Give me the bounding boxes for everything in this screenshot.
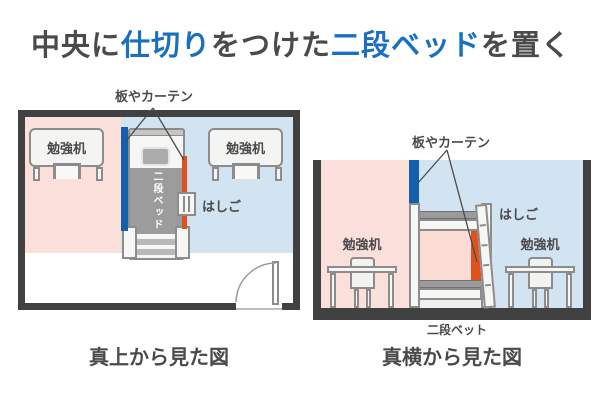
ladder-rung xyxy=(188,196,190,212)
door-threshold xyxy=(236,308,282,310)
ladder-rung xyxy=(483,263,490,267)
caption-side-view: 真横から見た図 xyxy=(382,347,522,369)
desk-leg xyxy=(388,273,394,308)
title-segment-accent: 仕切り xyxy=(120,30,211,62)
bed-pillow xyxy=(141,147,170,166)
partition-label-top-view: 板やカーテン xyxy=(114,89,193,104)
desk-leg xyxy=(508,273,514,308)
desk-top-right: 勉強机 xyxy=(208,128,283,167)
footboard-stripe xyxy=(130,249,183,255)
ladder-rung xyxy=(484,283,492,287)
desk-leg xyxy=(330,273,336,308)
desk-leg xyxy=(33,167,40,181)
desk-leg xyxy=(212,167,219,181)
desk-label-right: 勉強机 xyxy=(520,237,560,252)
ladder-rung xyxy=(183,196,185,212)
title-segment-accent: 二段ベッド xyxy=(331,30,482,62)
top-view-room: 勉強机 勉強机 二段ベッド はしご xyxy=(18,110,300,310)
bed-label-side-view: 二段ベット xyxy=(426,323,487,337)
ladder-top xyxy=(177,192,196,216)
partition-board-blue xyxy=(409,160,419,204)
page-title: 中央に仕切りをつけた二段ベッドを置く xyxy=(0,22,602,64)
title-segment: を置く xyxy=(481,30,572,62)
door-opening xyxy=(236,303,282,310)
chair-side xyxy=(350,257,375,289)
side-view-room: はしご 勉強机 勉強机 xyxy=(313,160,591,320)
bottom-bunk-mattress xyxy=(418,280,482,288)
ladder-rung xyxy=(479,224,486,227)
ladder-label-top-view: はしご xyxy=(202,199,242,214)
title-segment: をつけた xyxy=(210,30,331,62)
ladder-rung xyxy=(481,243,488,247)
desk-label-left: 勉強机 xyxy=(342,237,382,252)
desk-label: 勉強机 xyxy=(225,141,265,156)
bed-headboard xyxy=(130,130,183,136)
desk-side-left xyxy=(327,266,397,273)
ladder-label-side-view: はしご xyxy=(499,207,539,222)
bed-post xyxy=(175,226,190,259)
desk-top-left: 勉強机 xyxy=(29,128,104,167)
desk-label: 勉強机 xyxy=(46,141,86,156)
top-bunk-mattress xyxy=(418,211,482,219)
chair-side xyxy=(528,257,553,289)
chair-leg xyxy=(354,289,359,308)
bed-post xyxy=(122,226,137,259)
bottom-bunk-rail xyxy=(418,288,482,300)
chair-leg xyxy=(366,289,371,308)
chair-leg xyxy=(544,289,549,308)
top-bunk-rail xyxy=(418,219,482,231)
chair-top xyxy=(53,163,81,179)
bed-blanket: 二段ベッド xyxy=(130,168,183,234)
desk-leg xyxy=(96,167,103,181)
footboard-stripe xyxy=(130,239,183,245)
desk-leg xyxy=(566,273,572,308)
bed-vertical-label: 二段ベッド xyxy=(151,171,162,231)
bed-underside xyxy=(420,300,481,308)
desk-leg xyxy=(275,167,282,181)
partition-board-blue xyxy=(121,127,128,231)
door-leaf xyxy=(272,261,279,305)
chair-top xyxy=(232,163,260,179)
chair-leg xyxy=(532,289,537,308)
desk-side-right xyxy=(505,266,575,273)
title-segment: 中央に xyxy=(30,30,121,62)
partition-label-side-view: 板やカーテン xyxy=(411,135,490,150)
caption-top-view: 真上から見た図 xyxy=(89,347,229,369)
bed-post xyxy=(409,203,420,308)
